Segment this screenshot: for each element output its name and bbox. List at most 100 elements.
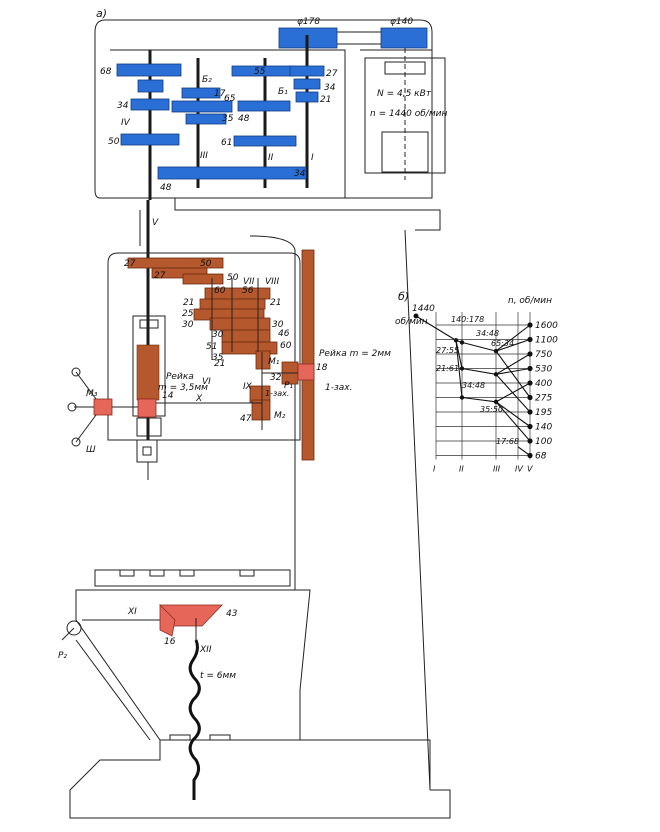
graph-ray-11 xyxy=(495,353,531,375)
graph-ray-5 xyxy=(461,341,497,352)
clutch-m3 xyxy=(93,398,113,416)
gear-55: 55 xyxy=(254,67,266,77)
block-b2-label: Б₂ xyxy=(202,75,212,85)
rack-pinion xyxy=(297,363,315,381)
block-b1-label: Б₁ xyxy=(278,87,288,97)
gear-34c: 34 xyxy=(294,169,306,179)
gear-50b: 50 xyxy=(200,259,212,269)
clutch-m1-label: M₁ xyxy=(268,357,280,367)
rack-m2 xyxy=(301,249,315,461)
graph-ray-4 xyxy=(455,340,463,398)
ratio-21-61: 21:61 xyxy=(436,364,459,373)
gear-27c: 27 xyxy=(154,271,166,281)
gear-21d: 21 xyxy=(214,359,225,369)
bevel-gear-16 xyxy=(159,604,176,637)
graph-node-7 xyxy=(493,399,499,405)
graph-input-unit: об/мин xyxy=(395,317,428,327)
shaft-label-ii: II xyxy=(268,153,274,163)
gear-21b: 21 xyxy=(183,298,194,308)
output-node-275 xyxy=(527,394,533,401)
shaft-label-ix: IX xyxy=(243,382,253,392)
shaft-label-vii: VII xyxy=(243,277,255,287)
pulley-178-label: φ178 xyxy=(297,17,320,27)
gear-32: 32 xyxy=(270,373,282,383)
output-node-1600 xyxy=(527,322,533,328)
graph-node-2 xyxy=(459,340,465,345)
lead-screw xyxy=(188,639,201,800)
shaft-label-x: X xyxy=(195,394,203,404)
output-speed-1600: 1600 xyxy=(535,321,558,331)
shaft-label-vi: VI xyxy=(202,377,211,387)
gear-68: 68 xyxy=(100,67,112,77)
output-speed-750: 750 xyxy=(535,350,552,360)
graph-shaft-label-IV: IV xyxy=(515,465,523,474)
gear-16: 16 xyxy=(164,637,176,647)
shaft-label-iv: IV xyxy=(121,118,131,128)
graph-ray-7 xyxy=(461,396,497,403)
gear-65: 65 xyxy=(224,94,236,104)
ratio-34-48a: 34:48 xyxy=(476,329,499,338)
rack1-label: Рейка m = 2мм xyxy=(319,349,391,359)
ratio-65-34: 65:34 xyxy=(491,339,514,348)
output-node-195 xyxy=(527,409,533,415)
graph-shaft-label-III: III xyxy=(493,465,501,474)
gear-51: 51 xyxy=(206,342,217,352)
rack2-label-1: Рейка xyxy=(166,372,194,382)
gear-21c: 21 xyxy=(270,298,281,308)
shaft-label-iii: III xyxy=(200,151,208,161)
gear-27a: 27 xyxy=(326,69,338,79)
upper-housing xyxy=(94,19,441,231)
table-handwheel[interactable] xyxy=(66,620,82,636)
gear-60a: 60 xyxy=(214,286,226,296)
shaft-label-i: I xyxy=(311,153,314,163)
output-node-530 xyxy=(527,365,533,372)
belt-drive: φ178 φ140 xyxy=(278,17,428,49)
graph-node-3 xyxy=(459,366,465,371)
gear-47: 47 xyxy=(240,414,252,424)
graph-node-4 xyxy=(459,395,465,400)
shaft-label-v: V xyxy=(152,218,159,228)
gear-43: 43 xyxy=(226,609,238,619)
graph-grid xyxy=(435,312,531,460)
graph-ray-15 xyxy=(495,401,531,427)
gear-35: 35 xyxy=(222,114,234,124)
graph-ray-8 xyxy=(495,324,531,352)
graph-rays xyxy=(413,313,531,456)
output-speed-140: 140 xyxy=(535,423,552,433)
output-node-400 xyxy=(527,380,533,386)
gear-30a: 30 xyxy=(182,320,194,330)
gear-35b: 35 xyxy=(212,353,224,363)
handle-p1-label: P₁ xyxy=(284,381,293,391)
graph-node-6 xyxy=(493,372,499,377)
graph-output-header: n, об/мин xyxy=(508,296,552,306)
clutch-m3-label: M₃ xyxy=(86,389,98,399)
output-speed-275: 275 xyxy=(535,394,552,404)
gear-61: 61 xyxy=(221,138,232,148)
ratio-34-48b: 34:48 xyxy=(462,381,485,390)
graph-ray-6 xyxy=(461,367,497,375)
speed-graph: б) 1440 об/мин n, об/мин 160011007505304… xyxy=(395,290,558,474)
gear-21a: 21 xyxy=(320,95,331,105)
output-node-100 xyxy=(527,438,533,444)
gear-34a: 34 xyxy=(117,101,129,111)
shaft-label-xi: XI xyxy=(127,607,137,617)
gear-30c: 30 xyxy=(212,330,224,340)
gear-17: 17 xyxy=(214,89,226,99)
gear-18: 18 xyxy=(316,363,328,373)
motor: N = 4,5 кВт n = 1440 об/мин xyxy=(364,40,447,180)
output-speed-1100: 1100 xyxy=(535,336,558,346)
gear-48b: 48 xyxy=(238,114,250,124)
gear-34b: 34 xyxy=(324,83,336,93)
graph-shaft-label-V: V xyxy=(527,465,533,474)
graph-ray-13 xyxy=(495,373,531,413)
graph-shaft-label-I: I xyxy=(433,465,436,474)
clutch-m2-label: M₂ xyxy=(274,411,286,421)
output-speed-100: 100 xyxy=(535,437,552,447)
gear-25: 25 xyxy=(182,309,194,319)
gear-50a: 50 xyxy=(108,137,120,147)
output-speed-68: 68 xyxy=(535,452,547,462)
